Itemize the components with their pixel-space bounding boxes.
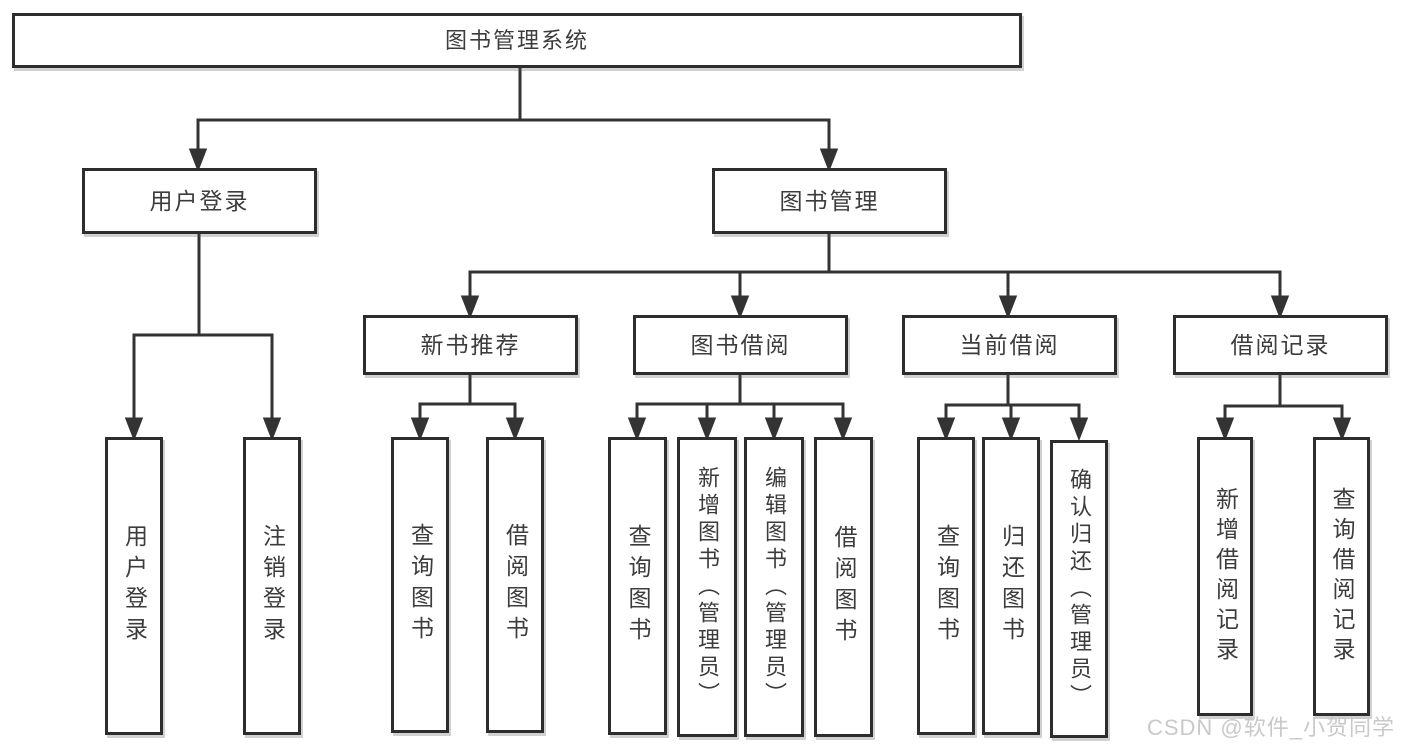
leaf-new-borrow-record-label: 新增借阅记录 xyxy=(1212,486,1239,667)
leaf-recommend-query-books-label: 查询图书 xyxy=(407,523,434,647)
node-new-book-recommend: 新书推荐 xyxy=(363,315,578,375)
leaf-user-login: 用户登录 xyxy=(105,437,163,735)
node-borrow-records-label: 借阅记录 xyxy=(1230,331,1331,358)
node-new-book-recommend-label: 新书推荐 xyxy=(420,331,521,358)
leaf-recommend-query-books: 查询图书 xyxy=(391,437,449,733)
node-book-management-label: 图书管理 xyxy=(779,187,880,214)
node-root-label: 图书管理系统 xyxy=(444,27,589,53)
leaf-confirm-return-admin: 确认归还（管理员） xyxy=(1050,440,1108,738)
leaf-add-books-admin-label: 新增图书（管理员） xyxy=(695,465,720,709)
node-user-login: 用户登录 xyxy=(82,168,317,234)
leaf-edit-books-admin: 编辑图书（管理员） xyxy=(744,437,804,737)
leaf-new-borrow-record: 新增借阅记录 xyxy=(1197,437,1253,716)
leaf-return-books-label: 归还图书 xyxy=(998,524,1025,648)
leaf-user-login-label: 用户登录 xyxy=(121,524,148,648)
leaf-recommend-borrow-books-label: 借阅图书 xyxy=(502,523,529,647)
leaf-add-books-admin: 新增图书（管理员） xyxy=(677,437,737,737)
leaf-borrow-books: 借阅图书 xyxy=(814,437,873,737)
leaf-confirm-return-admin-label: 确认归还（管理员） xyxy=(1067,467,1092,711)
leaf-query-borrow-record-label: 查询借阅记录 xyxy=(1329,486,1355,667)
leaf-return-books: 归还图书 xyxy=(982,437,1040,735)
node-book-management: 图书管理 xyxy=(712,168,947,234)
node-user-login-label: 用户登录 xyxy=(149,187,250,214)
leaf-borrow-books-label: 借阅图书 xyxy=(831,525,857,649)
leaf-edit-books-admin-label: 编辑图书（管理员） xyxy=(762,465,787,709)
leaf-recommend-borrow-books: 借阅图书 xyxy=(486,437,544,733)
leaf-borrow-query-books-label: 查询图书 xyxy=(625,524,651,648)
leaf-borrow-query-books: 查询图书 xyxy=(608,437,667,735)
node-borrow-records: 借阅记录 xyxy=(1173,315,1388,375)
leaf-logout: 注销登录 xyxy=(243,437,301,735)
node-current-borrow-label: 当前借阅 xyxy=(959,331,1060,358)
node-book-borrow: 图书借阅 xyxy=(633,315,848,375)
csdn-watermark: CSDN @软件_小贺同学 xyxy=(1146,715,1395,740)
node-current-borrow: 当前借阅 xyxy=(902,315,1117,375)
leaf-logout-label: 注销登录 xyxy=(259,524,286,648)
leaf-current-query-books: 查询图书 xyxy=(917,437,975,735)
node-root-system: 图书管理系统 xyxy=(12,13,1022,68)
leaf-current-query-books-label: 查询图书 xyxy=(933,524,960,648)
leaf-query-borrow-record: 查询借阅记录 xyxy=(1313,437,1370,716)
node-book-borrow-label: 图书借阅 xyxy=(690,331,791,358)
